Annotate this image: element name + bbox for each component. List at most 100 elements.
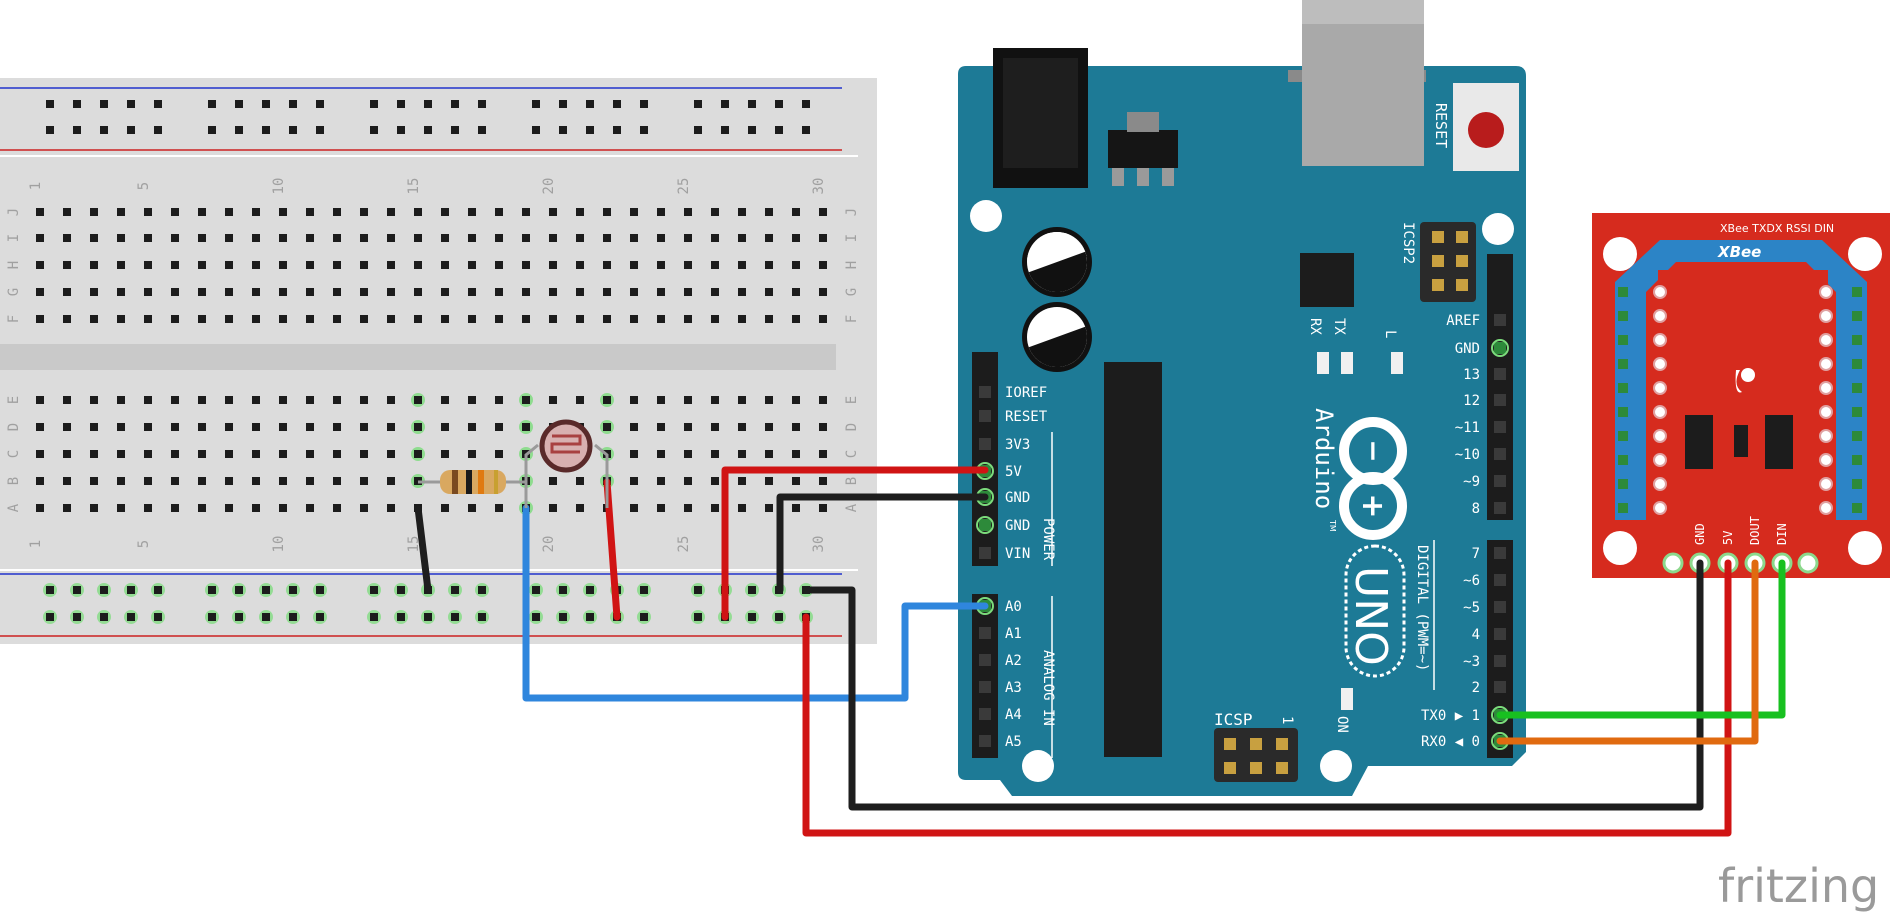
arduino-pin-label: A2 bbox=[1005, 653, 1022, 669]
breadboard-hole bbox=[603, 315, 611, 323]
xbee-side-pad bbox=[1653, 333, 1667, 347]
rail-hole bbox=[154, 100, 162, 108]
breadboard-hole bbox=[468, 504, 476, 512]
xbee-side-pad bbox=[1819, 477, 1833, 491]
breadboard-row-letter: E bbox=[6, 396, 22, 404]
header-pin[interactable] bbox=[979, 654, 991, 666]
rail-hole bbox=[208, 586, 216, 594]
header-pin[interactable] bbox=[979, 519, 991, 531]
header-pin[interactable] bbox=[979, 438, 991, 450]
wire-blue-a0[interactable] bbox=[522, 504, 989, 702]
breadboard-hole bbox=[657, 396, 665, 404]
breadboard-hole bbox=[738, 288, 746, 296]
xbee-side-pad bbox=[1653, 357, 1667, 371]
header-pin[interactable] bbox=[1494, 475, 1506, 487]
breadboard-hole bbox=[711, 450, 719, 458]
mount-hole bbox=[1320, 750, 1352, 782]
atmega-chip bbox=[1104, 362, 1162, 757]
breadboard-hole bbox=[711, 423, 719, 431]
breadboard-hole bbox=[36, 315, 44, 323]
rail-hole bbox=[208, 100, 216, 108]
breadboard-hole bbox=[576, 208, 584, 216]
rail-hole bbox=[262, 613, 270, 621]
rail-hole bbox=[559, 586, 567, 594]
breadboard-column-number: 1 bbox=[28, 182, 44, 190]
rail-hole bbox=[532, 126, 540, 134]
header-pin[interactable] bbox=[1494, 655, 1506, 667]
resistor[interactable] bbox=[418, 470, 526, 494]
header-pin[interactable] bbox=[1494, 547, 1506, 559]
breadboard-hole bbox=[360, 396, 368, 404]
arduino-pin-label: ~5 bbox=[1463, 600, 1480, 616]
breadboard-hole bbox=[90, 234, 98, 242]
xbee-side-pin bbox=[1618, 311, 1628, 321]
wire-green-tx-din[interactable] bbox=[1496, 559, 1786, 719]
breadboard-hole bbox=[171, 315, 179, 323]
dc-power-jack-inner bbox=[1003, 58, 1078, 168]
breadboard-row-letter: H bbox=[844, 261, 860, 269]
header-pin[interactable] bbox=[1494, 368, 1506, 380]
header-pin[interactable] bbox=[979, 627, 991, 639]
breadboard-hole bbox=[819, 315, 827, 323]
breadboard-hole bbox=[657, 234, 665, 242]
wire-red-ldr-5v[interactable] bbox=[603, 478, 621, 621]
breadboard-hole bbox=[711, 288, 719, 296]
header-pin[interactable] bbox=[1494, 342, 1506, 354]
breadboard-column-number: 30 bbox=[811, 536, 827, 553]
header-pin[interactable] bbox=[979, 735, 991, 747]
arduino-pin-label: 13 bbox=[1463, 367, 1480, 383]
breadboard-hole bbox=[630, 208, 638, 216]
header-pin[interactable] bbox=[1494, 628, 1506, 640]
breadboard-hole bbox=[387, 423, 395, 431]
breadboard-hole bbox=[387, 477, 395, 485]
header-pin[interactable] bbox=[979, 681, 991, 693]
wire-black-xbee-gnd[interactable] bbox=[802, 559, 1704, 811]
arduino-logo: − + bbox=[1339, 417, 1407, 540]
breadboard-hole bbox=[252, 234, 260, 242]
breadboard-hole bbox=[765, 208, 773, 216]
rail-hole bbox=[397, 100, 405, 108]
wire-black-gnd[interactable] bbox=[776, 493, 989, 594]
breadboard-hole bbox=[819, 450, 827, 458]
header-pin[interactable] bbox=[1494, 448, 1506, 460]
header-pin[interactable] bbox=[1494, 681, 1506, 693]
xbee-side-pad bbox=[1819, 333, 1833, 347]
rail-hole bbox=[532, 586, 540, 594]
breadboard-column-number: 1 bbox=[28, 540, 44, 548]
header-pin[interactable] bbox=[1494, 314, 1506, 326]
header-pin[interactable] bbox=[1494, 394, 1506, 406]
header-pin[interactable] bbox=[979, 547, 991, 559]
rail-hole bbox=[235, 126, 243, 134]
breadboard-hole bbox=[144, 504, 152, 512]
photoresistor[interactable] bbox=[524, 419, 609, 508]
trademark-text: TM bbox=[1328, 519, 1337, 532]
header-pin[interactable] bbox=[1494, 421, 1506, 433]
breadboard-hole bbox=[387, 288, 395, 296]
breadboard-hole bbox=[252, 423, 260, 431]
reset-button[interactable] bbox=[1468, 112, 1504, 148]
uno-text: UNO bbox=[1345, 566, 1396, 666]
breadboard-hole bbox=[36, 477, 44, 485]
header-pin[interactable] bbox=[979, 410, 991, 422]
breadboard-hole bbox=[684, 288, 692, 296]
wire-red-5v[interactable] bbox=[721, 466, 989, 621]
header-pin-connected bbox=[1491, 339, 1509, 357]
header-pin[interactable] bbox=[979, 386, 991, 398]
header-pin[interactable] bbox=[1494, 601, 1506, 613]
wire-black-resistor-gnd[interactable] bbox=[414, 504, 432, 594]
icsp2-pin bbox=[1432, 231, 1444, 243]
breadboard-hole bbox=[90, 315, 98, 323]
wire-red-xbee-5v[interactable] bbox=[802, 559, 1732, 837]
breadboard-hole bbox=[522, 423, 530, 431]
header-pin[interactable] bbox=[1494, 502, 1506, 514]
arduino-pin-label: GND bbox=[1455, 341, 1480, 357]
header-pin[interactable] bbox=[1494, 574, 1506, 586]
arduino-pin-label: 7 bbox=[1472, 546, 1480, 562]
wire-orange-rx-dout[interactable] bbox=[1496, 559, 1759, 745]
arduino-pin-label: IOREF bbox=[1005, 385, 1047, 401]
breadboard-hole bbox=[63, 477, 71, 485]
breadboard-hole bbox=[171, 477, 179, 485]
header-pin[interactable] bbox=[979, 708, 991, 720]
header-pin-connected bbox=[976, 516, 994, 534]
arduino-pin-label: A0 bbox=[1005, 599, 1022, 615]
